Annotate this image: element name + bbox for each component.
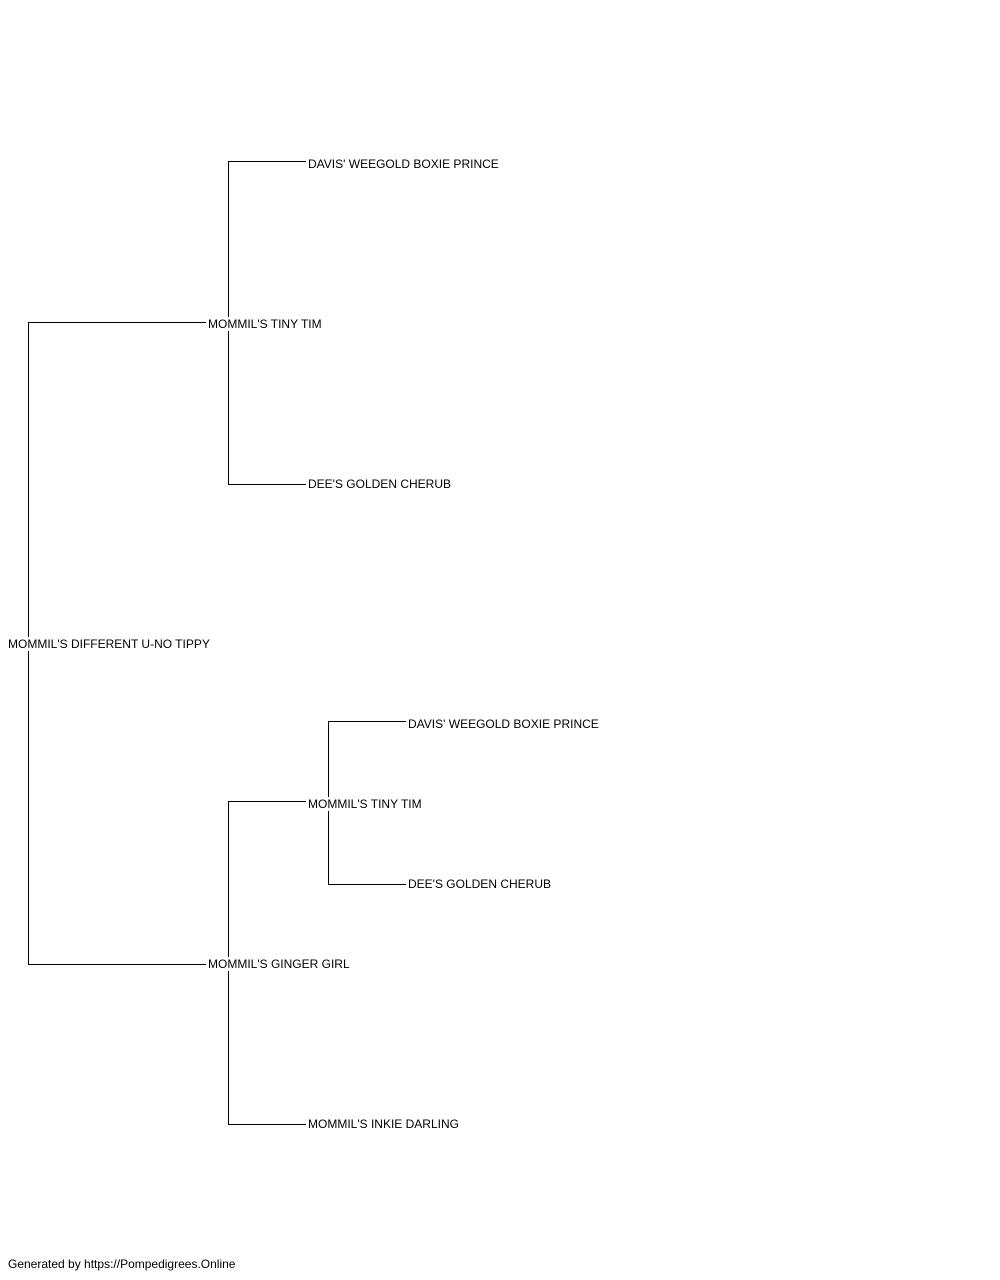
dam-name: MOMMIL'S GINGER GIRL <box>208 957 350 971</box>
sire-sire-name: DAVIS' WEEGOLD BOXIE PRINCE <box>308 157 499 171</box>
dam-sire-name: MOMMIL'S TINY TIM <box>308 797 422 811</box>
sire-dam-name: DEE'S GOLDEN CHERUB <box>308 477 451 491</box>
dam-sire-dam-name: DEE'S GOLDEN CHERUB <box>408 877 551 891</box>
dam-sire-sire-name: DAVIS' WEEGOLD BOXIE PRINCE <box>408 717 599 731</box>
dam-dam-name: MOMMIL'S INKIE DARLING <box>308 1117 459 1131</box>
generated-by-credit: Generated by https://Pompedigrees.Online <box>8 1257 236 1271</box>
sire-name: MOMMIL'S TINY TIM <box>208 317 322 331</box>
subject-name: MOMMIL'S DIFFERENT U-NO TIPPY <box>8 637 210 651</box>
